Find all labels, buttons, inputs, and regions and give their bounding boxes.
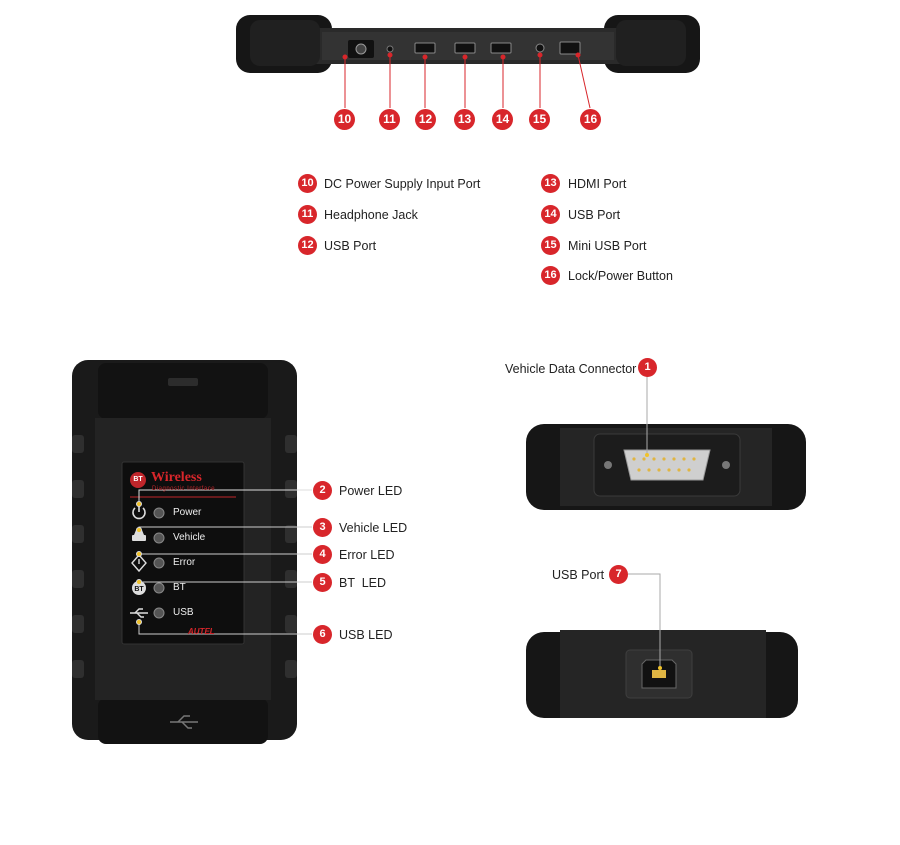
panel-label-bt: BT	[173, 582, 186, 593]
legend-label-16: Lock/Power Button	[568, 269, 673, 283]
vci-device	[72, 360, 297, 744]
warning-icon	[131, 553, 147, 573]
connector-badge-7: 7	[609, 565, 628, 584]
callout-bt-led: BT LED	[339, 576, 387, 590]
led-badge-2: 2	[313, 481, 332, 500]
legend-label-13: HDMI Port	[568, 177, 627, 191]
autel-logo: AUTEL	[188, 627, 215, 636]
obd-connector-view	[526, 424, 806, 510]
callout-power-led: Power LED	[339, 484, 403, 498]
legend-badge-16: 16	[541, 266, 560, 285]
legend-badge-11: 11	[298, 205, 317, 224]
tablet-ports	[348, 40, 581, 58]
led-badge-3: 3	[313, 518, 332, 537]
port-badge-14: 14	[492, 109, 513, 130]
panel-label-error: Error	[173, 557, 196, 568]
panel-label-power: Power	[173, 507, 202, 518]
brand-text: Wireless	[151, 470, 202, 485]
legend-label-12: USB Port	[324, 239, 377, 253]
usb-glyph-bottom	[170, 715, 198, 729]
connector-leaders	[628, 376, 662, 670]
port-badge-12: 12	[415, 109, 436, 130]
legend-badge-12: 12	[298, 236, 317, 255]
port-badge-16: 16	[580, 109, 601, 130]
legend-label-10: DC Power Supply Input Port	[324, 177, 481, 191]
led-badge-5: 5	[313, 573, 332, 592]
legend-label-11: Headphone Jack	[324, 208, 418, 222]
bluetooth-icon: BT	[132, 581, 146, 595]
panel-label-vehicle: Vehicle	[173, 532, 206, 543]
panel-label-usb: USB	[173, 607, 194, 618]
legend-badge-14: 14	[541, 205, 560, 224]
legend-badge-15: 15	[541, 236, 560, 255]
connector-badge-1: 1	[638, 358, 657, 377]
led-leaders	[136, 489, 312, 635]
led-badge-4: 4	[313, 545, 332, 564]
callout-vehicle-led: Vehicle LED	[339, 521, 408, 535]
legend-badge-13: 13	[541, 174, 560, 193]
vci-panel-header: BT Wireless Diagnostic Interface	[130, 470, 240, 496]
legend-badge-10: 10	[298, 174, 317, 193]
callout-usb-port: USB Port	[552, 568, 605, 582]
brand-subtext: Diagnostic Interface	[152, 486, 216, 492]
port-badge-13: 13	[454, 109, 475, 130]
callout-error-led: Error LED	[339, 548, 395, 562]
svg-text:BT: BT	[134, 586, 144, 593]
port-badge-10: 10	[334, 109, 355, 130]
port-badge-15: 15	[529, 109, 550, 130]
callout-usb-led: USB LED	[339, 628, 393, 642]
port-leaders	[342, 52, 591, 109]
port-badge-11: 11	[379, 109, 400, 130]
callout-vehicle-data-connector: Vehicle Data Connector	[505, 362, 637, 376]
bt-tag: BT	[130, 472, 146, 488]
legend-label-15: Mini USB Port	[568, 239, 647, 253]
usb-connector-view	[526, 630, 798, 718]
legend-label-14: USB Port	[568, 208, 621, 222]
usb-icon	[130, 608, 148, 618]
led-badge-6: 6	[313, 625, 332, 644]
panel-led-dots	[153, 507, 165, 619]
